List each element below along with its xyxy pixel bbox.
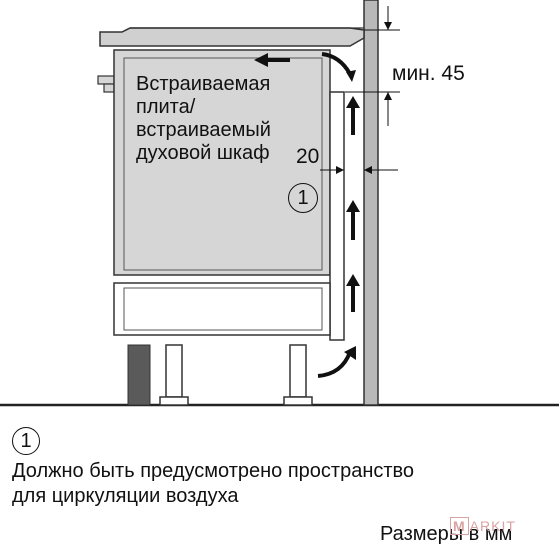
airflow-arrows	[346, 96, 360, 312]
airflow-arrow-3	[346, 274, 360, 312]
dim45-arrow-bottom	[384, 92, 392, 100]
appliance-label-3: встраиваемый	[136, 119, 271, 141]
note-marker-text: 1	[20, 429, 32, 452]
airflow-top-left-arrow	[254, 53, 290, 67]
drawer-front	[123, 287, 323, 331]
wall	[363, 0, 379, 406]
oven-handle-lower	[103, 83, 115, 93]
note-line-2: для циркуляции воздуха	[12, 485, 239, 507]
dim45-arrow-top	[384, 22, 392, 30]
airflow-top-curve	[321, 52, 352, 76]
watermark-rest: ARKIT	[469, 518, 516, 534]
appliance-label-1: Встраиваемая	[136, 73, 271, 95]
plinth	[127, 344, 151, 406]
marker-1-diagram: 1	[288, 183, 318, 213]
airflow-inlet-head	[344, 346, 356, 360]
dim20-arrow-right	[364, 166, 372, 174]
foot-left	[165, 344, 183, 398]
airflow-arrow-2	[346, 200, 360, 240]
watermark-box-letter: M	[450, 517, 469, 535]
note-marker: 1	[12, 427, 40, 455]
oven-handle	[97, 75, 115, 85]
appliance-inner	[123, 57, 323, 271]
appliance-label-4: духовой шкаф	[136, 142, 270, 164]
dim20-arrow-left	[336, 166, 344, 174]
dim-min45-label: мин. 45	[392, 62, 465, 85]
appliance-label-2: плита/	[136, 96, 196, 118]
foot-right-base	[283, 396, 313, 406]
worktop	[99, 27, 365, 47]
airflow-arrow-1	[346, 96, 360, 135]
cabinet-side-panel	[329, 91, 345, 341]
airflow-top-head	[346, 70, 356, 82]
foot-left-base	[159, 396, 189, 406]
dim-20-label: 20	[296, 145, 320, 168]
units-label: Размеры в мм	[380, 523, 513, 545]
marker-1-diagram-text: 1	[297, 186, 309, 209]
foot-right	[289, 344, 307, 398]
airflow-inlet-curve	[317, 351, 352, 378]
note-line-1: Должно быть предусмотрено пространство	[12, 460, 415, 482]
